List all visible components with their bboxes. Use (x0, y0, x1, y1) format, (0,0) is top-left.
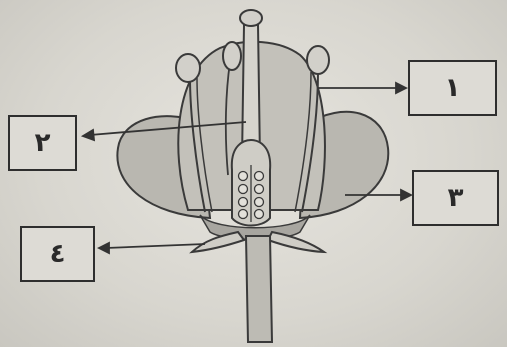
label-box-1: ١ (408, 60, 497, 116)
label-box-2: ٢ (8, 115, 77, 171)
label-box-3: ٣ (412, 170, 499, 226)
anther-left (176, 54, 200, 82)
label-4-text: ٤ (50, 239, 66, 269)
label-box-4: ٤ (20, 226, 95, 282)
sepal-right (268, 232, 324, 252)
pedicel (246, 236, 272, 342)
anther-right (307, 46, 329, 74)
label-2-text: ٢ (35, 128, 51, 158)
label-1-text: ١ (445, 73, 461, 103)
anther-inner-left (223, 42, 241, 70)
stigma (240, 10, 262, 26)
label-3-text: ٣ (448, 183, 464, 213)
